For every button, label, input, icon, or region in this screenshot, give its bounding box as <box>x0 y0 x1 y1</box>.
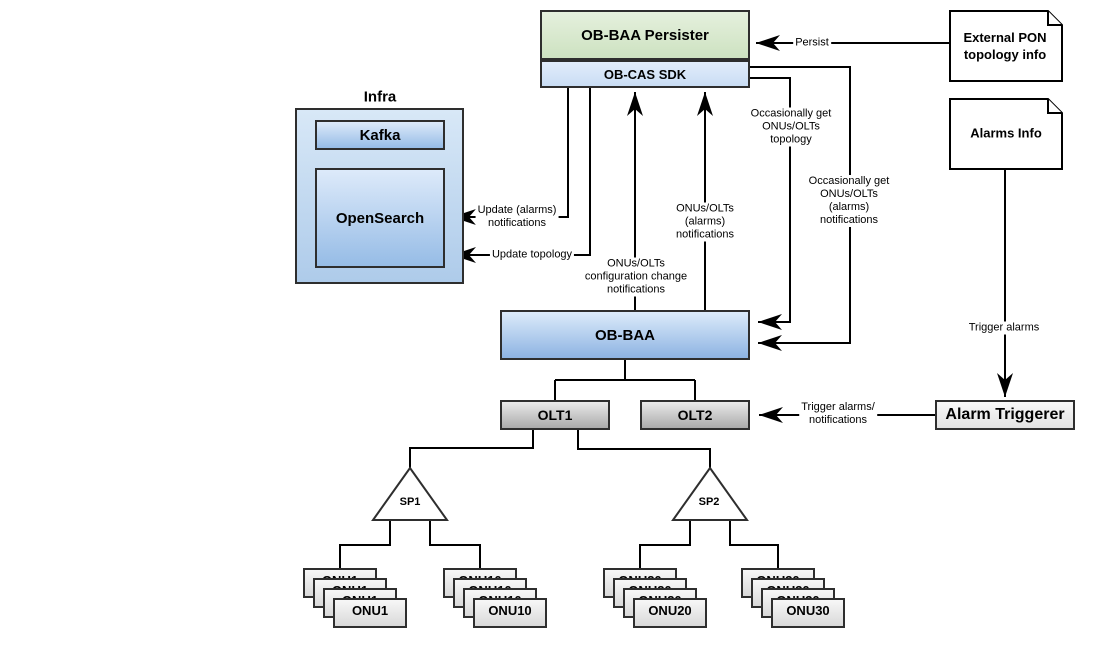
sp1-label: SP1 <box>399 496 421 508</box>
sp1-triangle <box>371 466 449 521</box>
update-alarms-notifications-label: Update (alarms) notifications <box>475 204 559 230</box>
note-alarms-info-label: Alarms Info <box>970 125 1042 141</box>
persist-label: Persist <box>793 36 831 50</box>
edge-olt1-sp1 <box>409 430 534 468</box>
obbaa-persister-node: OB-BAA Persister <box>540 10 750 60</box>
obcas-sdk-node: OB-CAS SDK <box>540 60 750 88</box>
alarm-triggerer-node: Alarm Triggerer <box>935 400 1075 430</box>
occasionally-get-topology-label: Occasionally get ONUs/OLTs topology <box>748 107 834 147</box>
sp2-label: SP2 <box>698 496 720 508</box>
edge-occasionally-get-topology <box>750 77 791 330</box>
infra-title: Infra <box>363 88 397 106</box>
update-topology-label: Update topology <box>489 248 575 262</box>
edge-sp1-onu1 <box>339 520 391 568</box>
onu-stack4-front: ONU30 <box>771 598 845 628</box>
edge-sp2-onu30 <box>729 520 779 568</box>
opensearch-node: OpenSearch <box>315 168 445 268</box>
edge-update-alarms <box>452 88 569 225</box>
olt2-node: OLT2 <box>640 400 750 430</box>
trigger-alarms-label: Trigger alarms <box>966 321 1042 335</box>
note-external-pon-shape <box>949 10 1063 82</box>
note-alarms-info-shape <box>949 98 1063 170</box>
edge-obbaa-olts <box>554 360 696 400</box>
note-external-pon-label: External PON topology info <box>963 30 1047 62</box>
onus-olts-alarms-notifications-label: ONUs/OLTs (alarms) notifications <box>673 202 737 242</box>
occasionally-get-alarms-label: Occasionally get ONUs/OLTs (alarms) noti… <box>806 175 892 227</box>
edge-olt1-sp2 <box>577 430 711 468</box>
trigger-alarms-notifications-label: Trigger alarms/ notifications <box>799 401 877 427</box>
onus-olts-config-change-label: ONUs/OLTs configuration change notificat… <box>582 257 690 297</box>
onu-stack2-front: ONU10 <box>473 598 547 628</box>
olt1-node: OLT1 <box>500 400 610 430</box>
kafka-node: Kafka <box>315 120 445 150</box>
edge-sp2-onu20 <box>639 520 691 568</box>
onu-stack3-front: ONU20 <box>633 598 707 628</box>
edge-sp1-onu10 <box>429 520 481 568</box>
sp2-triangle <box>671 466 749 521</box>
obbaa-node: OB-BAA <box>500 310 750 360</box>
onu-stack1-front: ONU1 <box>333 598 407 628</box>
